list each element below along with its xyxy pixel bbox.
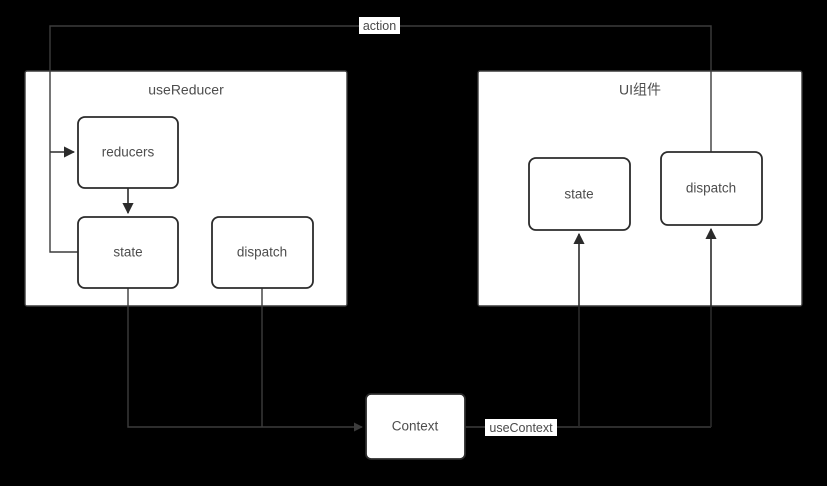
node-reducers-rect[interactable] — [77, 116, 179, 189]
node-state-left-rect[interactable] — [77, 216, 179, 289]
node-context-rect[interactable] — [365, 393, 466, 460]
node-dispatch-left-rect[interactable] — [211, 216, 314, 289]
node-state-left[interactable]: state — [77, 216, 179, 289]
panel-ui-component-title: UI组件 — [619, 82, 661, 98]
edge-label-usecontext-bg — [485, 419, 557, 436]
edge-label-action: action — [359, 17, 400, 34]
node-dispatch-right-rect[interactable] — [660, 151, 763, 226]
node-dispatch-right-label: dispatch — [686, 181, 736, 196]
node-dispatch-right[interactable]: dispatch — [660, 151, 763, 226]
edge-state-to-context — [127, 288, 363, 432]
edge-label-action-bg — [359, 17, 400, 34]
panel-ui-component-rect — [477, 70, 803, 307]
node-context-label: Context — [392, 419, 439, 434]
edge-label-usecontext: useContext — [485, 419, 557, 436]
node-context[interactable]: Context — [365, 393, 466, 460]
node-reducers-label: reducers — [102, 145, 155, 160]
panel-usereducer-title: useReducer — [148, 82, 224, 98]
edge-label-usecontext-text: useContext — [489, 421, 553, 435]
node-reducers[interactable]: reducers — [77, 116, 179, 189]
node-dispatch-left-label: dispatch — [237, 245, 287, 260]
edge-state-feedback — [49, 152, 78, 253]
panel-ui-component: UI组件 — [477, 70, 803, 307]
node-state-right-rect[interactable] — [528, 157, 631, 231]
node-dispatch-left[interactable]: dispatch — [211, 216, 314, 289]
edge-label-action-text: action — [363, 19, 396, 33]
node-state-left-label: state — [113, 245, 142, 260]
node-state-right-label: state — [564, 187, 593, 202]
node-state-right[interactable]: state — [528, 157, 631, 231]
